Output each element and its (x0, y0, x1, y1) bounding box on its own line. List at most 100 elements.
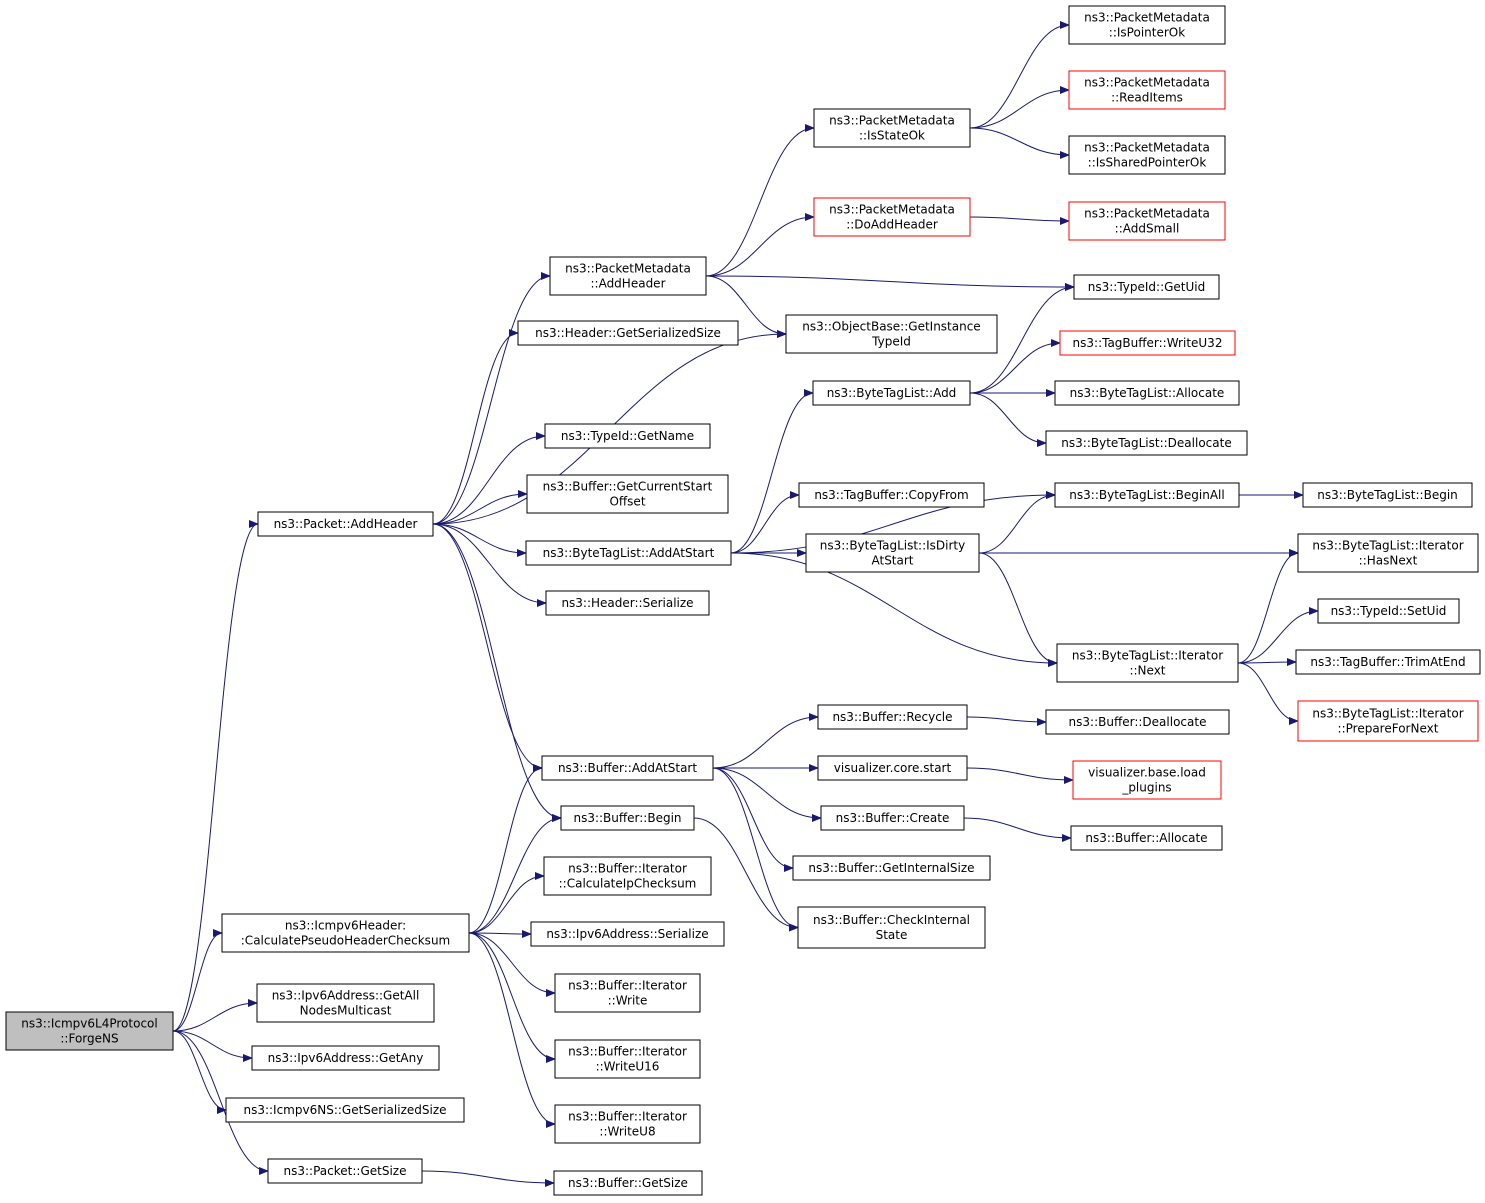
edge-pm-doaddheader-to-pm-addsmall (969, 216, 1070, 225)
node-box (1302, 482, 1473, 508)
node-label: ::IsSharedPointerOk (1088, 156, 1207, 170)
node-btl-beginall[interactable]: ns3::ByteTagList::BeginAll (1054, 482, 1240, 508)
node-box (530, 921, 725, 947)
node-bi-writeu16[interactable]: ns3::Buffer::Iterator::WriteU16 (554, 1039, 701, 1079)
node-pm-ispointerok[interactable]: ns3::PacketMetadata::IsPointerOk (1068, 5, 1226, 45)
node-label: ns3::Header::GetSerializedSize (535, 326, 721, 340)
node-typeid-setuid[interactable]: ns3::TypeId::SetUid (1317, 598, 1460, 624)
node-label: ::HasNext (1359, 554, 1418, 568)
node-forgens[interactable]: ns3::Icmpv6L4Protocol::ForgeNS (5, 1011, 174, 1051)
node-pm-readitems[interactable]: ns3::PacketMetadata::ReadItems (1068, 70, 1226, 110)
node-label: ns3::Icmpv6NS::GetSerializedSize (243, 1103, 446, 1117)
node-box (1068, 70, 1226, 110)
node-pm-addheader[interactable]: ns3::PacketMetadata::AddHeader (549, 256, 707, 296)
node-buf-create[interactable]: ns3::Buffer::Create (820, 805, 965, 831)
node-vis-core-start[interactable]: visualizer.core.start (817, 755, 968, 781)
edge-pm-addheader-to-pm-doaddheader (705, 213, 815, 277)
node-box (1073, 274, 1220, 300)
node-buf-begin[interactable]: ns3::Buffer::Begin (560, 805, 695, 831)
node-tb-copyfrom[interactable]: ns3::TagBuffer::CopyFrom (798, 482, 985, 508)
edge-buf-addatstart-to-buf-create (712, 767, 822, 822)
node-pm-addsmall[interactable]: ns3::PacketMetadata::AddSmall (1068, 201, 1226, 241)
edge-btli-next-to-btli-prepare (1237, 662, 1299, 725)
node-header-serialize[interactable]: ns3::Header::Serialize (545, 590, 710, 616)
node-pm-isstateok[interactable]: ns3::PacketMetadata::IsStateOk (813, 108, 971, 148)
node-bi-calcip[interactable]: ns3::Buffer::Iterator::CalculateIpChecks… (543, 856, 712, 896)
node-buf-getsize[interactable]: ns3::Buffer::GetSize (553, 1170, 703, 1196)
edge-packet-addheader-to-pm-addheader (432, 272, 551, 525)
node-btl-addatstart[interactable]: ns3::ByteTagList::AddAtStart (525, 540, 732, 566)
node-buf-allocate[interactable]: ns3::Buffer::Allocate (1070, 825, 1223, 851)
node-box (526, 474, 729, 514)
node-label: NodesMulticast (300, 1004, 392, 1018)
node-box (1068, 135, 1226, 175)
edge-btli-next-to-tb-trimatend (1237, 658, 1297, 667)
node-box (549, 256, 707, 296)
node-packet-getsize[interactable]: ns3::Packet::GetSize (267, 1158, 423, 1184)
node-box (1054, 380, 1240, 406)
node-box (554, 973, 701, 1013)
node-box (553, 1170, 703, 1196)
node-label: ns3::Buffer::CheckInternal (813, 913, 970, 927)
node-label: ns3::PacketMetadata (1084, 141, 1210, 155)
node-label: ns3::ByteTagList::IsDirty (820, 539, 965, 553)
node-label: ns3::PacketMetadata (565, 262, 691, 276)
node-label: ns3::PacketMetadata (1084, 207, 1210, 221)
node-box (1072, 760, 1222, 800)
node-ipv6-serialize[interactable]: ns3::Ipv6Address::Serialize (530, 921, 725, 947)
node-btl-add[interactable]: ns3::ByteTagList::Add (812, 380, 971, 406)
node-icmpns-getsersize[interactable]: ns3::Icmpv6NS::GetSerializedSize (225, 1097, 465, 1123)
node-calcpseudo[interactable]: ns3::Icmpv6Header::CalculatePseudoHeader… (221, 913, 470, 953)
node-bi-writeu8[interactable]: ns3::Buffer::Iterator::WriteU8 (554, 1104, 701, 1144)
node-header-getsersize[interactable]: ns3::Header::GetSerializedSize (517, 320, 739, 346)
node-label: ns3::Buffer::GetSize (568, 1176, 688, 1190)
edge-btl-add-to-tb-writeu32 (969, 339, 1061, 394)
node-label: ::AddHeader (590, 277, 665, 291)
edge-forgens-to-packet-getsize (172, 1030, 269, 1175)
node-tb-trimatend[interactable]: ns3::TagBuffer::TrimAtEnd (1295, 649, 1481, 675)
node-packet-addheader[interactable]: ns3::Packet::AddHeader (257, 511, 434, 537)
node-typeid-getname[interactable]: ns3::TypeId::GetName (544, 423, 711, 449)
node-pm-doaddheader[interactable]: ns3::PacketMetadata::DoAddHeader (813, 197, 971, 237)
node-buf-deallocate[interactable]: ns3::Buffer::Deallocate (1045, 709, 1230, 735)
node-label: TypeId (871, 335, 911, 349)
node-bi-write[interactable]: ns3::Buffer::Iterator::Write (554, 973, 701, 1013)
edge-buf-addatstart-to-buf-checkinternal (712, 767, 799, 932)
node-btli-hasnext[interactable]: ns3::ByteTagList::Iterator::HasNext (1297, 533, 1479, 573)
node-label: ns3::Header::Serialize (561, 596, 693, 610)
node-typeid-getuid[interactable]: ns3::TypeId::GetUid (1073, 274, 1220, 300)
node-label: ::Next (1129, 664, 1165, 678)
node-label: AtStart (871, 554, 913, 568)
node-label: ns3::ByteTagList::Iterator (1312, 707, 1463, 721)
node-getany[interactable]: ns3::Ipv6Address::GetAny (251, 1045, 440, 1071)
node-btli-prepare[interactable]: ns3::ByteTagList::Iterator::PrepareForNe… (1297, 700, 1479, 742)
node-box (785, 314, 998, 354)
node-label: ns3::ByteTagList::AddAtStart (543, 546, 715, 560)
node-label: ns3::Buffer::Iterator (568, 1045, 687, 1059)
node-pm-issharedpointerok[interactable]: ns3::PacketMetadata::IsSharedPointerOk (1068, 135, 1226, 175)
node-vis-base-load[interactable]: visualizer.base.load_plugins (1072, 760, 1222, 800)
node-btl-begin[interactable]: ns3::ByteTagList::Begin (1302, 482, 1473, 508)
node-btl-deallocate[interactable]: ns3::ByteTagList::Deallocate (1045, 430, 1248, 456)
node-btli-next[interactable]: ns3::ByteTagList::Iterator::Next (1056, 643, 1239, 683)
node-btl-allocate[interactable]: ns3::ByteTagList::Allocate (1054, 380, 1240, 406)
node-buf-addatstart[interactable]: ns3::Buffer::AddAtStart (541, 755, 714, 781)
node-label: ns3::Buffer::Deallocate (1069, 715, 1207, 729)
edge-btl-add-to-btl-deallocate (969, 392, 1047, 447)
node-buf-getinternalsize[interactable]: ns3::Buffer::GetInternalSize (792, 855, 991, 881)
node-box (1059, 330, 1236, 356)
node-box (543, 856, 712, 896)
node-tb-writeu32[interactable]: ns3::TagBuffer::WriteU32 (1059, 330, 1236, 356)
node-label: ns3::Buffer::Begin (573, 811, 681, 825)
node-buf-recycle[interactable]: ns3::Buffer::Recycle (817, 704, 968, 730)
node-label: ns3::TagBuffer::TrimAtEnd (1310, 655, 1465, 669)
edge-pm-isstateok-to-pm-ispointerok (969, 21, 1070, 129)
edge-packet-addheader-to-buf-getcurrentstart (432, 490, 528, 525)
node-label: ns3::ByteTagList::Begin (1317, 488, 1458, 502)
node-box (1054, 482, 1240, 508)
